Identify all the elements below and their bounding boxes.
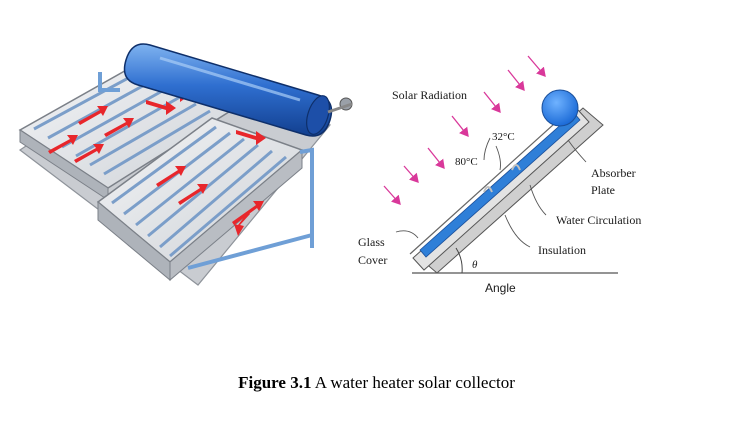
angle-arc <box>455 247 463 274</box>
storage-ball <box>541 89 579 127</box>
label-solar-radiation: Solar Radiation <box>392 88 467 102</box>
label-absorber-2: Plate <box>591 183 615 197</box>
label-temp-hot: 80°C <box>455 156 478 168</box>
leader-lines <box>395 137 587 248</box>
glass-cover <box>409 105 575 255</box>
label-absorber-1: Absorber <box>591 166 636 180</box>
water-channel <box>419 112 581 258</box>
storage-tank <box>123 43 353 137</box>
collector-panel-left <box>18 67 234 201</box>
connecting-pipes <box>98 72 314 270</box>
label-temp-cold: 32°C <box>492 131 515 143</box>
flow-arrows-right <box>156 130 266 236</box>
label-theta: θ <box>472 259 478 271</box>
figure-caption: Figure 3.1 A water heater solar collecto… <box>0 373 753 393</box>
caption-number: Figure 3.1 <box>238 373 312 392</box>
label-water-circulation: Water Circulation <box>556 213 641 227</box>
label-angle: Angle <box>485 281 516 295</box>
label-insulation: Insulation <box>538 243 586 257</box>
collector-panel-right <box>96 117 304 282</box>
label-glass-2: Cover <box>358 253 387 267</box>
solar-heater-illustration <box>18 43 353 286</box>
cross-section-schematic: Solar Radiation 32°C 80°C Absorber Plate… <box>358 55 641 295</box>
radiation-arrows <box>383 55 546 205</box>
caption-text: A water heater solar collector <box>314 373 515 392</box>
label-glass-1: Glass <box>358 235 385 249</box>
